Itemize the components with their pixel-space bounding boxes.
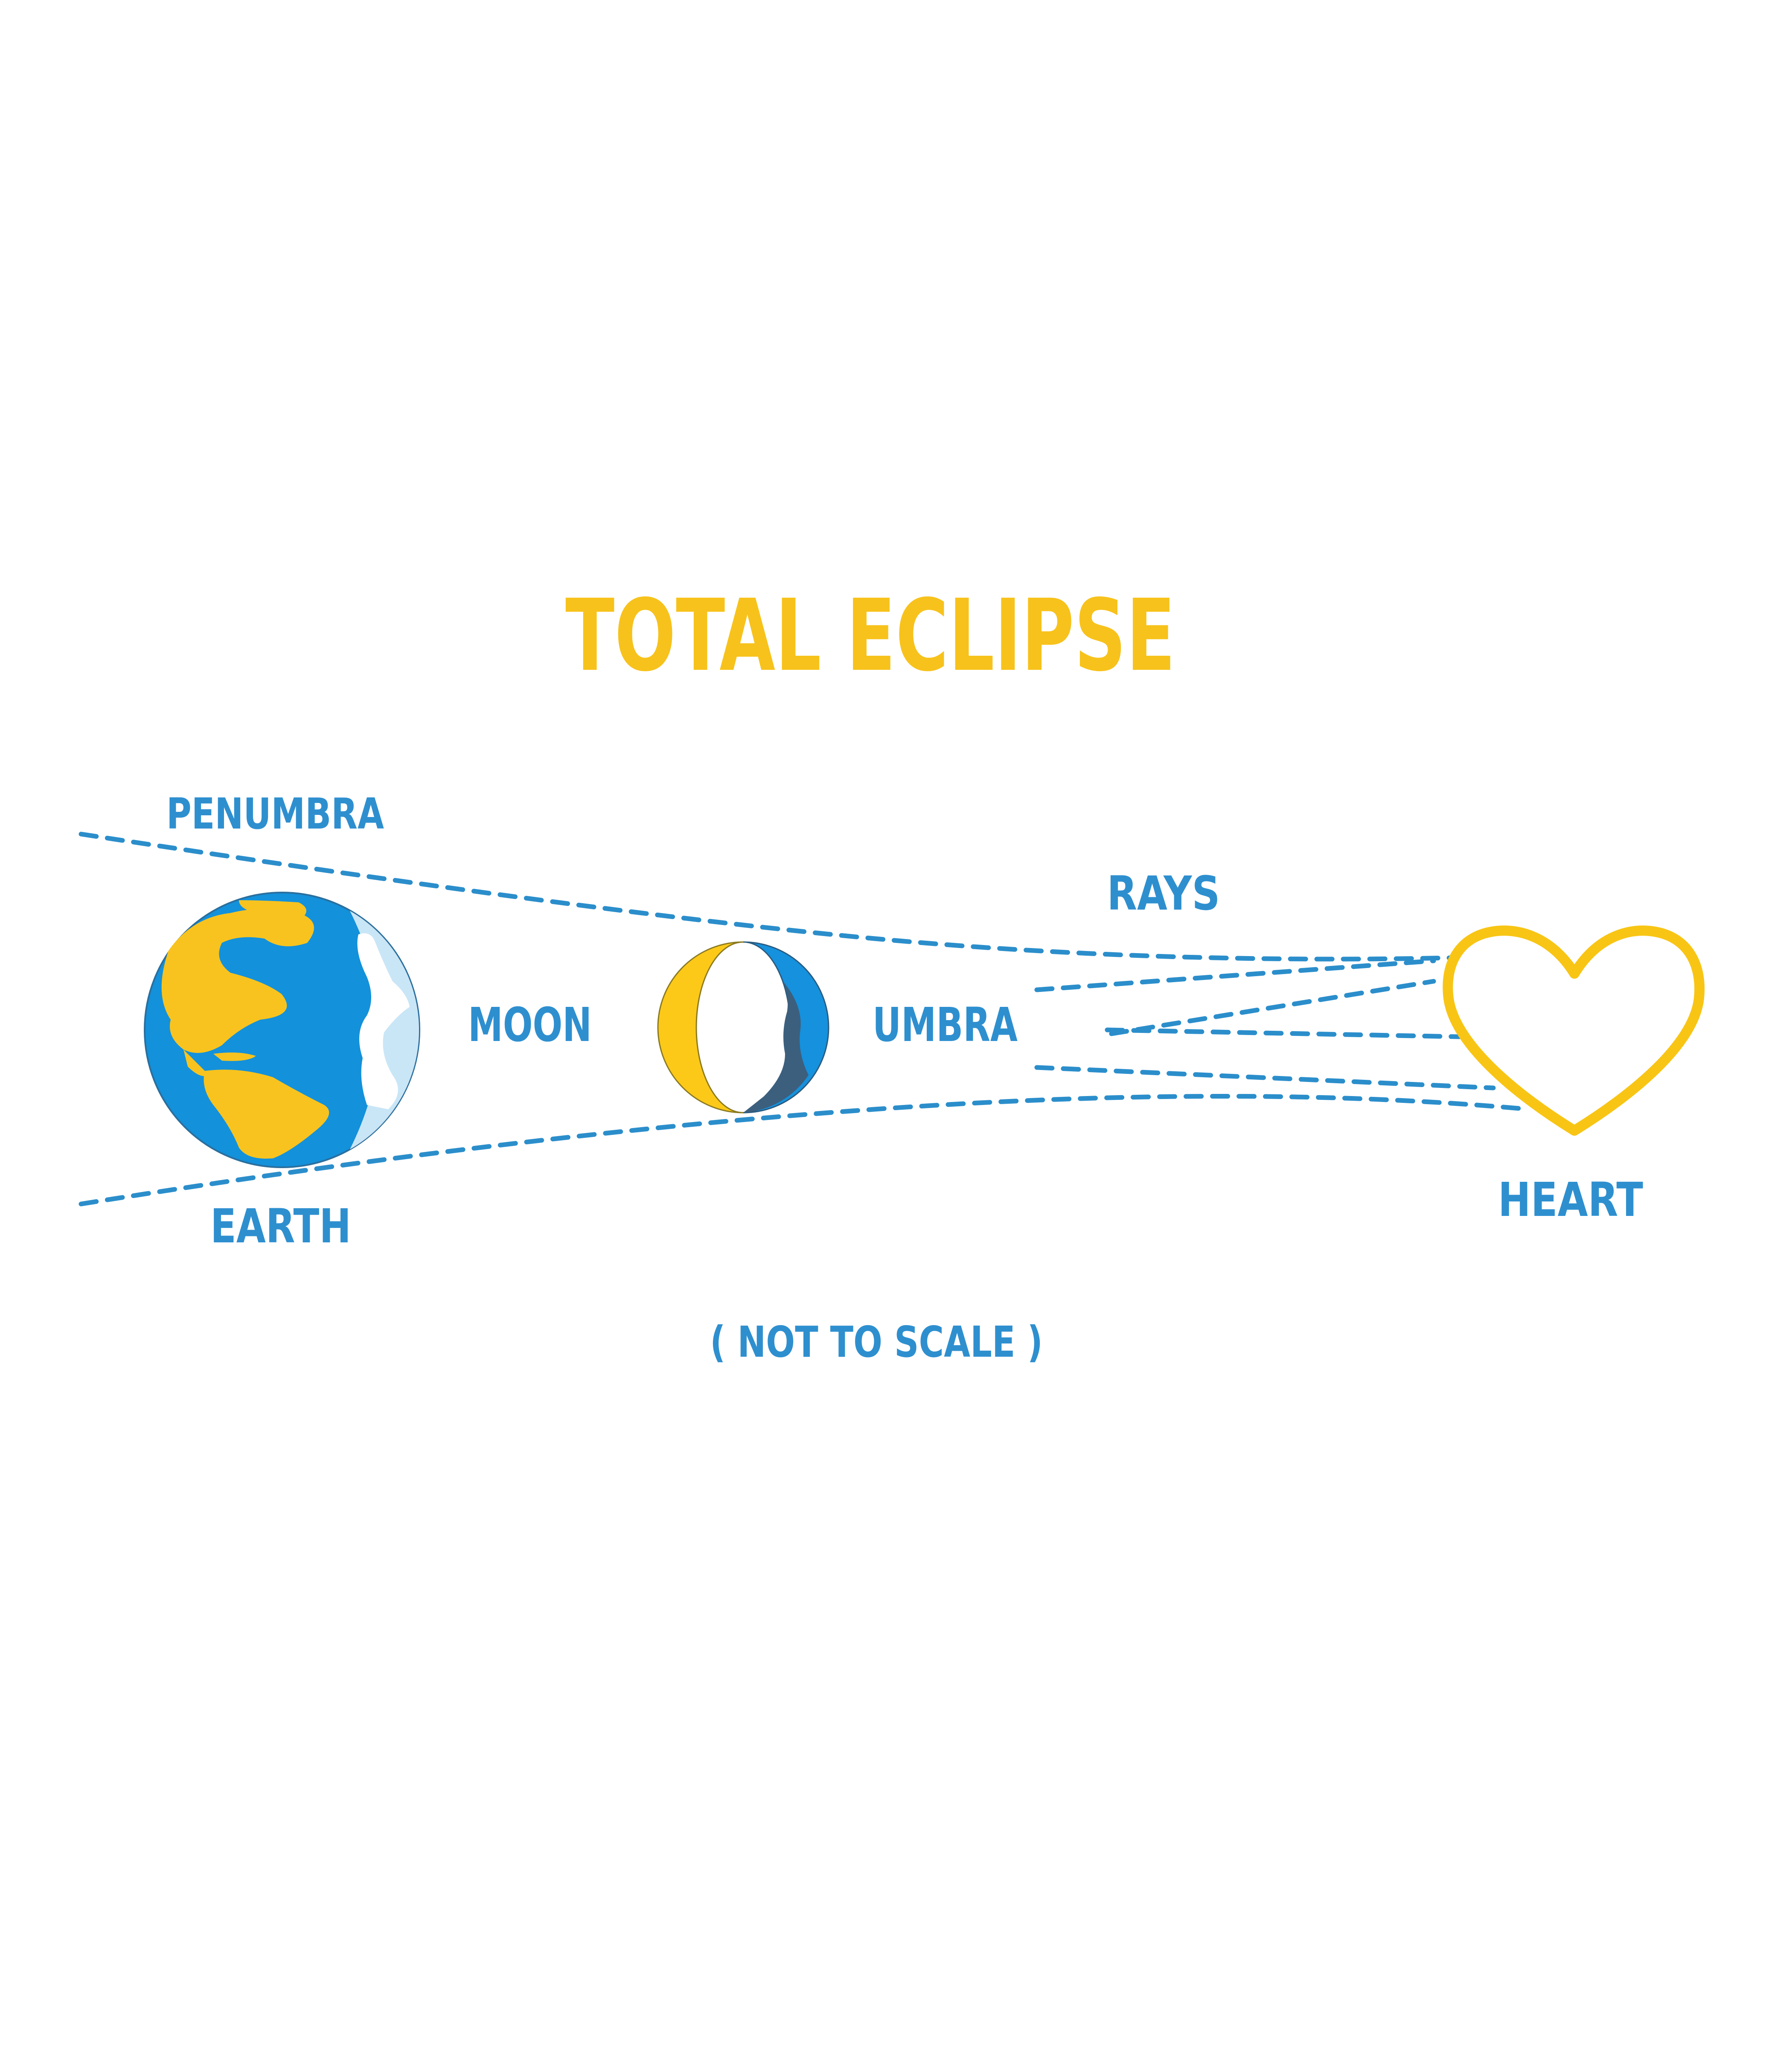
label-penumbra: PENUMBRA [166,789,384,839]
earth-globe-icon [144,892,420,1168]
ray-line-3 [1105,1027,1462,1039]
ray-line-1 [1034,958,1436,992]
label-earth: EARTH [210,1199,351,1253]
label-moon: MOON [468,997,592,1052]
not-to-scale-note: ( NOT TO SCALE ) [710,1317,1043,1367]
penumbra-upper-line [79,832,1453,962]
shadow-lines [79,832,1521,1207]
heart-outline-icon [1443,925,1705,1136]
label-umbra: UMBRA [873,997,1018,1052]
penumbra-lower-line [79,1093,1521,1207]
ray-line-4 [1034,1065,1496,1090]
label-rays: RAYS [1107,866,1220,921]
moon-crescent-icon [657,941,829,1114]
ray-line-2 [1109,979,1436,1036]
diagram-title: TOTAL ECLIPSE [565,578,1175,693]
label-heart: HEART [1498,1172,1643,1227]
